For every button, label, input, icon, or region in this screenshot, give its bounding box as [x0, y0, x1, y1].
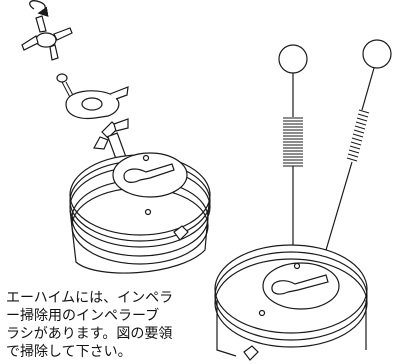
caption-line: で掃除して下さい。 [6, 344, 132, 360]
pump-head-with-impeller-icon [69, 118, 211, 274]
pump-head-cleaning-icon [214, 244, 368, 361]
impeller-cover-icon [65, 86, 129, 120]
caption-line: ー掃除用のインペラーブ [6, 308, 160, 324]
instruction-caption: エーハイムには、インペラ ー掃除用のインペラーブ ラシがあります。図の要領 で掃… [6, 289, 204, 361]
impeller-icon [21, 0, 77, 104]
spiral-brush-icon [313, 39, 392, 287]
caption-line: ラシがあります。図の要領 [6, 326, 173, 342]
caption-line: エーハイムには、インペラ [6, 290, 174, 306]
straight-brush-icon [278, 44, 308, 279]
